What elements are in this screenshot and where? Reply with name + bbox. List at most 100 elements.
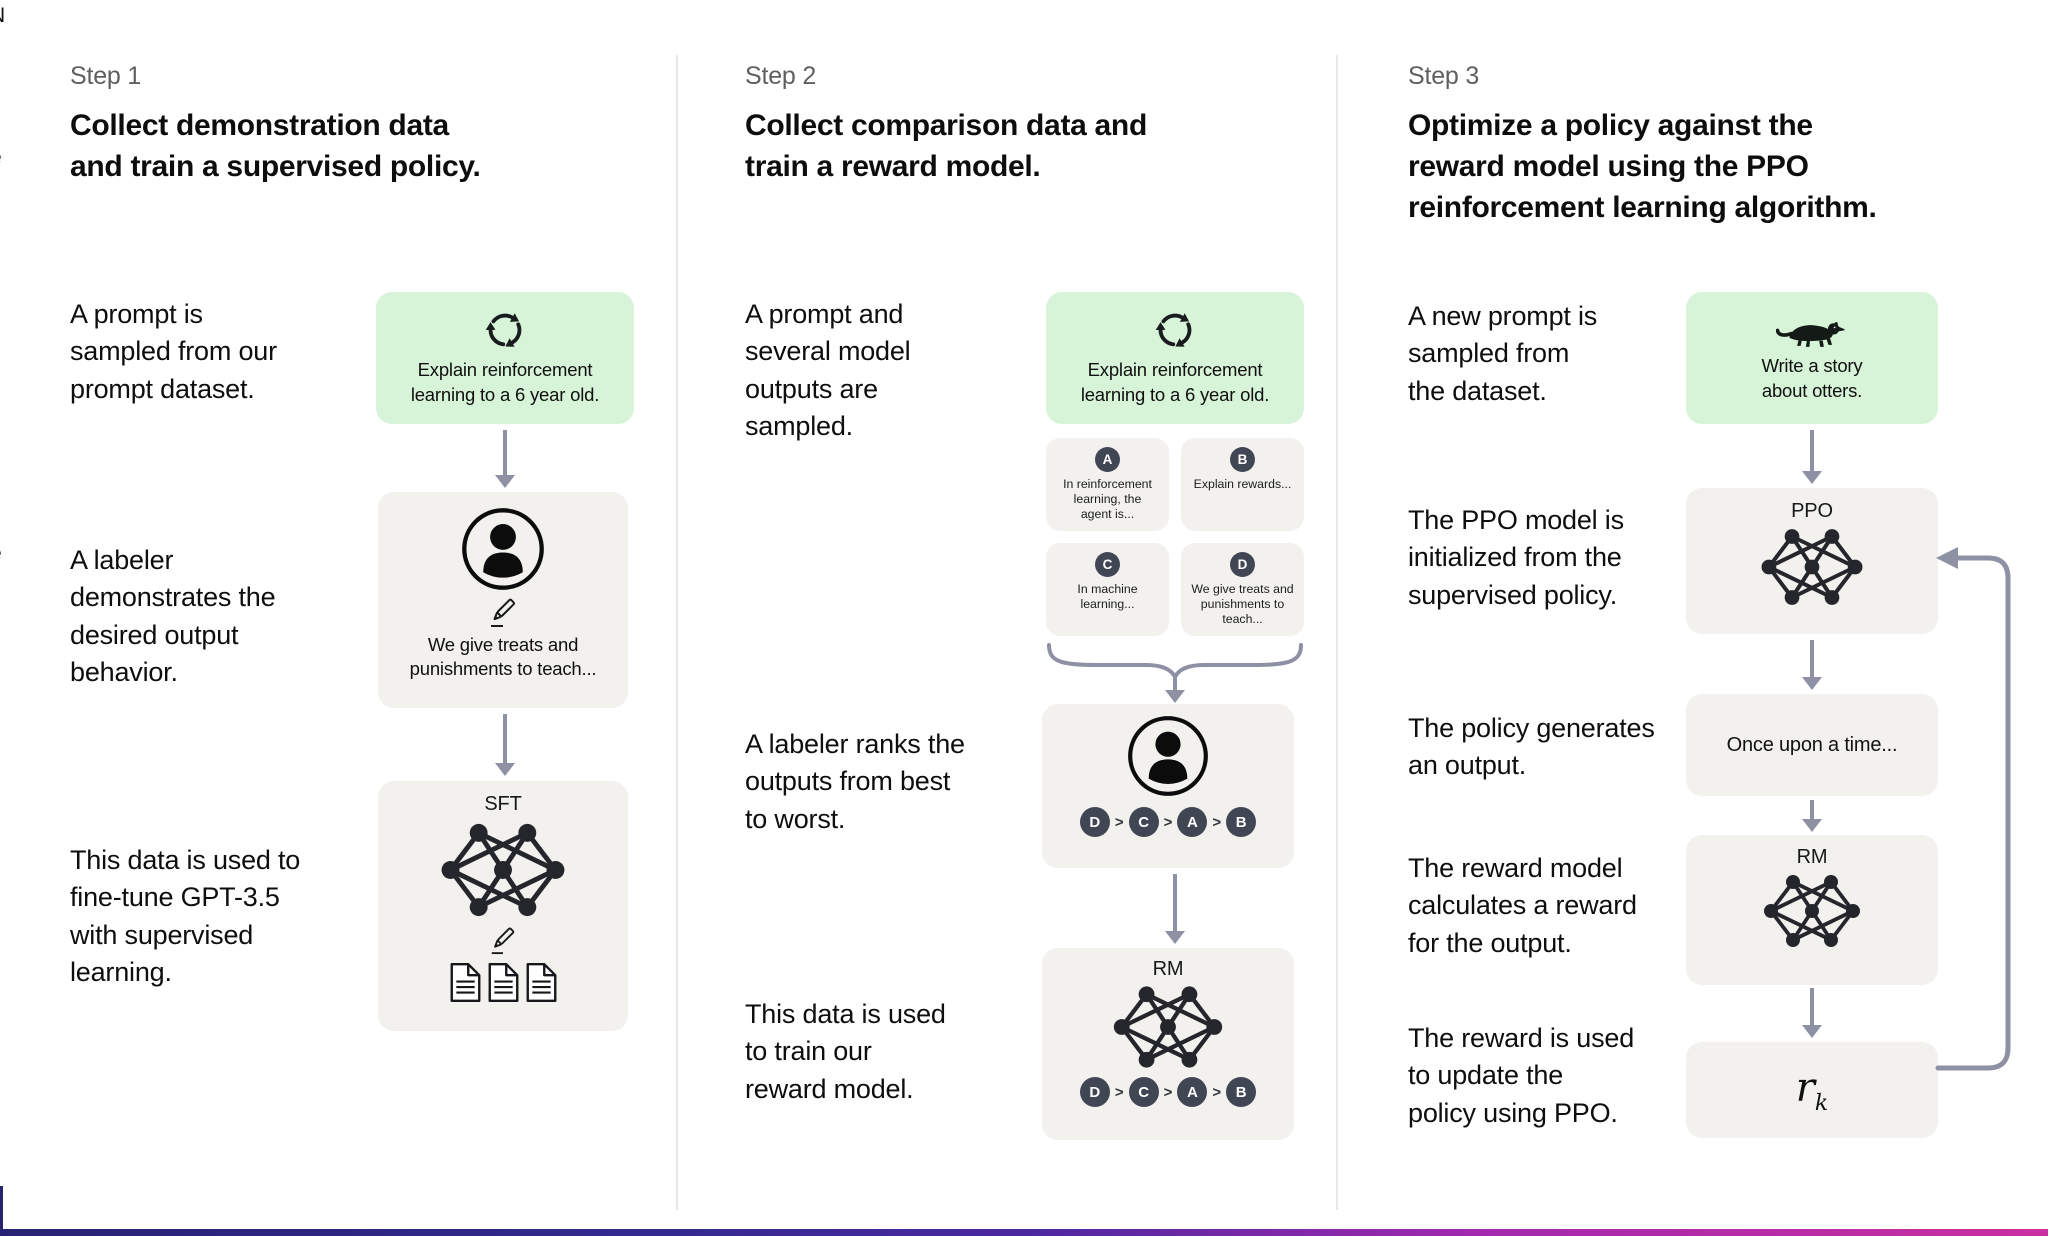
ppo-update-loop-arrow bbox=[1935, 547, 2011, 1071]
cycle-arrows-icon bbox=[484, 309, 526, 351]
step1-sft-box: SFT bbox=[378, 781, 628, 1031]
greater-than: > bbox=[1212, 813, 1222, 831]
rm-model-label: RM bbox=[1796, 846, 1828, 868]
neural-net-icon bbox=[1761, 872, 1863, 950]
step2-label: Step 2 bbox=[745, 62, 817, 90]
rank-badge: A bbox=[1177, 807, 1208, 837]
rm-model-label: RM bbox=[1152, 958, 1184, 980]
pencil-icon bbox=[487, 596, 519, 628]
flow-arrow-down bbox=[1164, 676, 1186, 703]
step2-caption-prompt: A prompt and several model outputs are s… bbox=[745, 299, 911, 441]
clipped-edge-text: t bbox=[0, 322, 7, 348]
rank-badge: D bbox=[1079, 1077, 1110, 1107]
greater-than: > bbox=[1114, 813, 1124, 831]
step3-reward-value-box: rk bbox=[1686, 1042, 1938, 1138]
step3-caption-output: The policy generates an output. bbox=[1408, 713, 1655, 781]
step3-reward-model-box: RM bbox=[1686, 835, 1938, 985]
rank-badge: B bbox=[1226, 1077, 1257, 1107]
ranking-row: D > C > A > B bbox=[1079, 807, 1257, 837]
step1-caption-labeler: A labeler demonstrates the desired outpu… bbox=[70, 545, 276, 687]
output-d-badge: D bbox=[1230, 552, 1255, 577]
neural-net-icon bbox=[1111, 983, 1225, 1071]
clipped-edge-text: - bbox=[0, 516, 7, 542]
flow-arrow-down bbox=[494, 714, 516, 776]
step3-label: Step 3 bbox=[1408, 62, 1480, 90]
step3-output-box: Once upon a time... bbox=[1686, 694, 1938, 796]
step3-caption-rm: The reward model calculates a reward for… bbox=[1408, 853, 1637, 958]
document-icon bbox=[487, 962, 520, 1003]
greater-than: > bbox=[1163, 1083, 1173, 1101]
step2-caption-rank: A labeler ranks the outputs from best to… bbox=[745, 729, 965, 834]
step1-caption-prompt: A prompt is sampled from our prompt data… bbox=[70, 299, 277, 404]
step3-caption-prompt: A new prompt is sampled from the dataset… bbox=[1408, 301, 1598, 406]
output-a-badge: A bbox=[1095, 447, 1120, 472]
output-c-box: C In machine learning... bbox=[1046, 543, 1169, 636]
rank-badge: D bbox=[1079, 807, 1110, 837]
step2-caption-rm: This data is used to train our reward mo… bbox=[745, 999, 946, 1104]
neural-net-icon bbox=[439, 820, 567, 920]
greater-than: > bbox=[1212, 1083, 1222, 1101]
output-b-badge: B bbox=[1230, 447, 1255, 472]
clipped-edge-text: e bbox=[0, 146, 7, 172]
rank-badge: B bbox=[1226, 807, 1257, 837]
step3-title: Optimize a policy against the reward mod… bbox=[1408, 109, 1877, 224]
step1-demo-text: We give treats and punishments to teach.… bbox=[409, 634, 597, 680]
step3-caption-ppo: The PPO model is initialized from the su… bbox=[1408, 505, 1624, 610]
ranking-row: D > C > A > B bbox=[1079, 1077, 1257, 1107]
document-icon bbox=[449, 962, 482, 1003]
neural-net-icon bbox=[1759, 526, 1865, 608]
step2-reward-model-box: RM D > C > A > B bbox=[1042, 948, 1294, 1140]
step3-prompt-text: Write a story about otters. bbox=[1761, 355, 1863, 401]
documents-row bbox=[449, 962, 558, 1003]
output-a-box: A In reinforcement learning, the agent i… bbox=[1046, 438, 1169, 531]
cycle-arrows-icon bbox=[1154, 309, 1196, 351]
column-divider bbox=[1336, 55, 1338, 1210]
person-icon bbox=[460, 506, 546, 592]
step3-prompt-box: Write a story about otters. bbox=[1686, 292, 1938, 424]
pencil-icon bbox=[488, 925, 518, 955]
step1-title: Collect demonstration data and train a s… bbox=[70, 109, 481, 183]
column-divider bbox=[676, 55, 678, 1210]
reward-symbol: rk bbox=[1795, 1064, 1829, 1116]
greater-than: > bbox=[1163, 813, 1173, 831]
otter-icon bbox=[1776, 313, 1848, 350]
step2-prompt-box: Explain reinforcement learning to a 6 ye… bbox=[1046, 292, 1304, 424]
step1-caption-sft: This data is used to fine-tune GPT-3.5 w… bbox=[70, 845, 301, 987]
output-c-badge: C bbox=[1095, 552, 1120, 577]
flow-arrow-down bbox=[494, 430, 516, 488]
step1-prompt-text: Explain reinforcement learning to a 6 ye… bbox=[410, 359, 600, 405]
flow-arrow-down bbox=[1164, 874, 1186, 944]
output-d-box: D We give treats and punishments to teac… bbox=[1181, 543, 1304, 636]
output-c-text: In machine learning... bbox=[1077, 582, 1138, 612]
clipped-edge-text: e bbox=[0, 542, 7, 568]
bottom-gradient-bar bbox=[0, 1229, 2048, 1236]
step3-caption-reward: The reward is used to update the policy … bbox=[1408, 1023, 1635, 1128]
flow-arrow-down bbox=[1801, 640, 1823, 690]
greater-than: > bbox=[1114, 1083, 1124, 1101]
clipped-edge-text: N bbox=[0, 4, 7, 30]
flow-arrow-down bbox=[1801, 430, 1823, 484]
person-icon bbox=[1126, 714, 1210, 798]
output-b-text: Explain rewards... bbox=[1193, 477, 1292, 491]
step3-ppo-box: PPO bbox=[1686, 488, 1938, 634]
clipped-edge-text: • bbox=[0, 490, 7, 516]
document-icon bbox=[525, 962, 558, 1003]
rank-badge: A bbox=[1177, 1077, 1208, 1107]
step1-label: Step 1 bbox=[70, 62, 142, 90]
flow-arrow-down bbox=[1801, 988, 1823, 1038]
step1-labeler-box: We give treats and punishments to teach.… bbox=[378, 492, 628, 708]
rank-badge: C bbox=[1128, 807, 1159, 837]
step2-title: Collect comparison data and train a rewa… bbox=[745, 109, 1147, 183]
output-d-text: We give treats and punishments to teach.… bbox=[1191, 582, 1294, 627]
clipped-edge-line bbox=[0, 1186, 3, 1229]
brace-connector bbox=[1047, 643, 1303, 682]
output-b-box: B Explain rewards... bbox=[1181, 438, 1304, 531]
rank-badge: C bbox=[1128, 1077, 1159, 1107]
sft-model-label: SFT bbox=[484, 793, 522, 815]
output-a-text: In reinforcement learning, the agent is.… bbox=[1063, 477, 1152, 522]
generated-output-text: Once upon a time... bbox=[1726, 733, 1898, 756]
step2-ranking-box: D > C > A > B bbox=[1042, 704, 1294, 868]
step2-prompt-text: Explain reinforcement learning to a 6 ye… bbox=[1080, 359, 1270, 405]
flow-arrow-down bbox=[1801, 800, 1823, 832]
ppo-model-label: PPO bbox=[1791, 500, 1833, 522]
